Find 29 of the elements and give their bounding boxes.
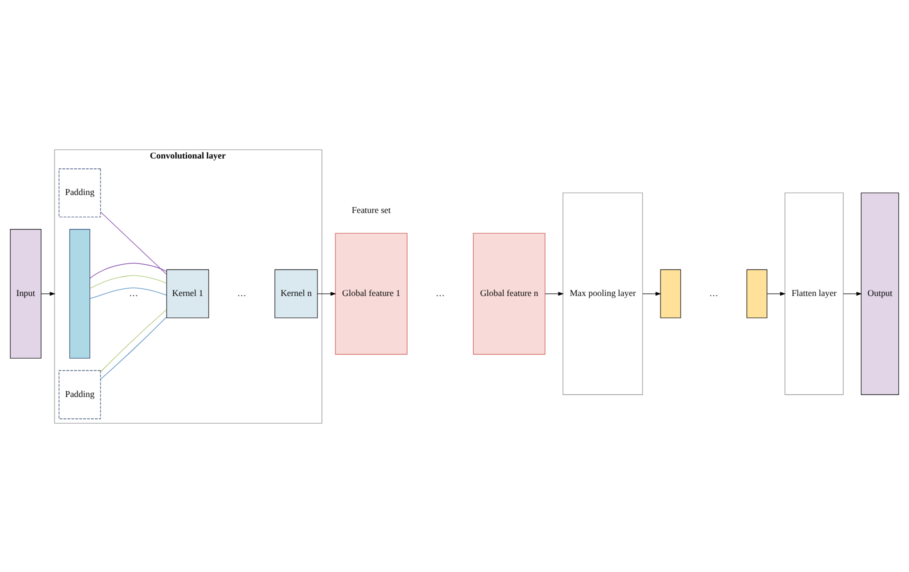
connector <box>100 211 167 274</box>
node-box: Kernel n <box>274 268 318 318</box>
node-box: Global feature 1 <box>335 232 408 354</box>
label: … <box>237 287 246 298</box>
arrow <box>544 291 564 296</box>
label: … <box>436 287 445 298</box>
node-box: Flatten layer <box>784 192 844 394</box>
arrow <box>642 291 662 296</box>
node-box: Padding <box>58 168 101 217</box>
node-box <box>660 268 681 318</box>
connector <box>90 274 167 288</box>
connector <box>100 308 167 372</box>
arrow <box>766 291 786 296</box>
connector <box>90 287 167 298</box>
node-box: Output <box>860 192 900 394</box>
node-box <box>69 228 90 358</box>
node-box: Max pooling layer <box>562 192 643 394</box>
node-box: Input <box>10 228 42 358</box>
node-box: Global feature n <box>473 232 546 354</box>
label: Feature set <box>352 204 391 214</box>
node-box: Padding <box>58 370 101 419</box>
label: … <box>709 287 718 298</box>
node-box: Kernel 1 <box>166 268 209 318</box>
node-box <box>746 268 768 318</box>
arrow <box>317 291 336 296</box>
connector <box>100 316 167 379</box>
arrow <box>843 291 862 296</box>
connector <box>90 262 167 278</box>
label: … <box>129 287 138 298</box>
